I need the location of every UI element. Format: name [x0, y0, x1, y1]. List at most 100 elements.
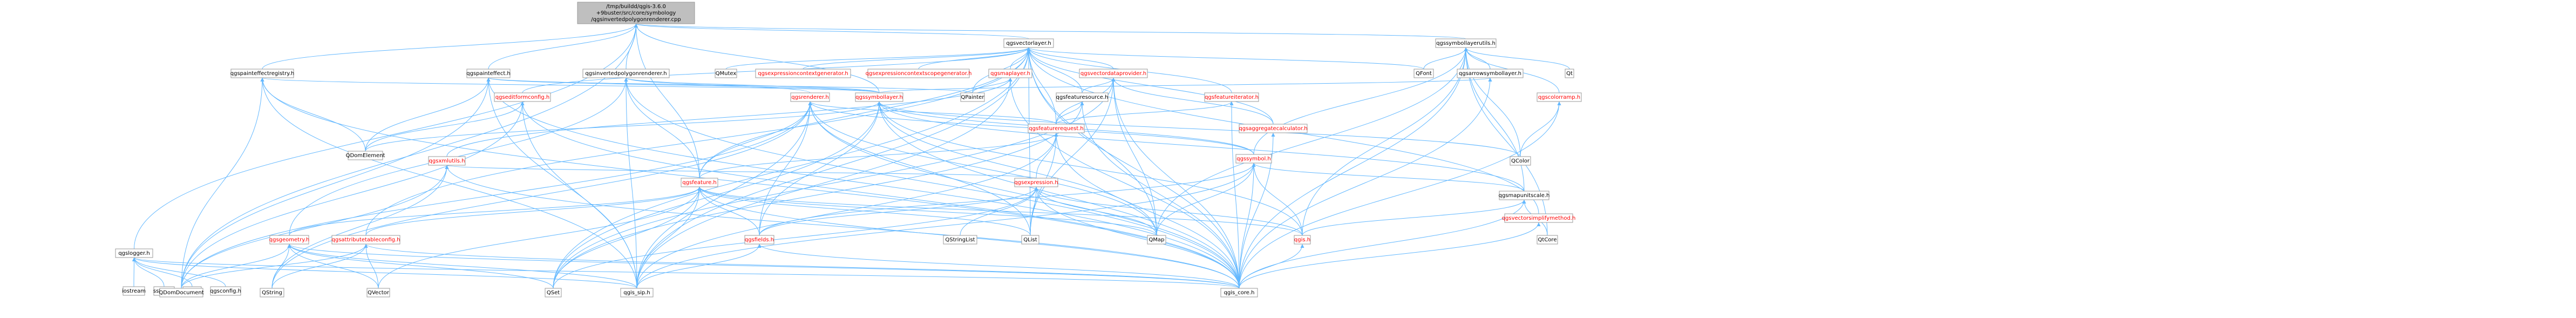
node-label: qgsfeature.h	[682, 180, 717, 186]
node-qgsmaplayer[interactable]: qgsmaplayer.h	[988, 69, 1032, 78]
edge-qgsattributetableconfig-to-qgis_core	[364, 243, 1240, 289]
node-label: qgssymbol.h	[1236, 156, 1271, 162]
edge-qgssymbollayer-to-qgsfields	[759, 101, 881, 236]
node-qlist[interactable]: QList	[1021, 235, 1039, 245]
node-label: QList	[1023, 237, 1037, 243]
node-qgsarrowsymbollayer[interactable]: qgsarrowsymbollayer.h	[1457, 69, 1524, 78]
edge-qgsfeatureiterator-to-qgsfeaturerequest	[1056, 101, 1234, 125]
node-qcore[interactable]: QtCore	[1537, 235, 1558, 245]
node-qstringlist[interactable]: QStringList	[943, 235, 977, 245]
edge-qgsfeaturerequest-to-qgsexpression	[1036, 132, 1058, 179]
dependency-edges	[132, 23, 1570, 289]
node-qgsfeaturesource[interactable]: qgsfeaturesource.h	[1056, 92, 1109, 102]
edge-qgsinvertedpolygonrenderer-to-qgsfeature	[624, 77, 700, 179]
edge-qgspainteffectregistry-to-qgis_core	[260, 77, 1240, 289]
node-box	[790, 92, 830, 102]
edge-qgspainteffect-to-qdomelement	[365, 77, 491, 152]
node-root[interactable]: /tmp/buildd/qgis-3.6.0+9buster/src/core/…	[577, 2, 695, 24]
node-qgsaggregatecalculator[interactable]: qgsaggregatecalculator.h	[1239, 124, 1308, 133]
edge-qgsgeometry-to-qstring	[271, 243, 291, 289]
edge-qgssymbollayer-to-qgis_core	[877, 101, 1240, 289]
node-label: qgsvectorsimplifymethod.h	[1502, 215, 1576, 221]
edge-qgsfields-to-qgis_core	[757, 243, 1240, 289]
edge-qgsexpression-to-qgis_core	[1034, 186, 1240, 289]
node-qgis[interactable]: qgis.h	[1294, 235, 1311, 245]
node-qgslogger[interactable]: qgslogger.h	[115, 248, 153, 258]
edge-root-to-qgslogger	[134, 23, 638, 249]
node-qgssymbollayer[interactable]: qgssymbollayer.h	[855, 92, 903, 102]
node-box	[1537, 235, 1558, 245]
node-label: qgsexpressioncontextscopegenerator.h	[866, 71, 972, 77]
node-qgsconfig[interactable]: qgsconfig.h	[210, 286, 241, 296]
edge-qgspainteffectregistry-to-qdomdocument	[181, 77, 264, 289]
node-box	[494, 92, 551, 102]
edge-qgsfeatureiterator-to-qgis_core	[1229, 101, 1240, 289]
edge-qgsgeometry-to-qvector	[287, 243, 379, 289]
node-qstring[interactable]: QString	[260, 288, 284, 297]
edge-qgsfeaturesource-to-qgsfeaturerequest	[1056, 101, 1084, 125]
node-qgspainteffectregistry[interactable]: qgspainteffectregistry.h	[230, 69, 294, 78]
edge-qgssymbol-to-qgsmapunitscale	[1252, 163, 1525, 192]
node-qgscolorramp[interactable]: qgscolorramp.h	[1537, 92, 1582, 102]
node-label: QDomElement	[346, 153, 385, 159]
node-box	[1413, 69, 1434, 78]
node-qgsgeometry[interactable]: qgsgeometry.h	[269, 235, 309, 245]
node-box	[1220, 288, 1258, 297]
edge-qgseditformconfig-to-qdomdocument	[181, 101, 525, 289]
node-qgsfields[interactable]: qgsfields.h	[744, 235, 774, 245]
node-box	[1457, 69, 1524, 78]
node-qgsexpressioncontextgenerator[interactable]: qgsexpressioncontextgenerator.h	[755, 69, 851, 78]
node-qgsattributetableconfig[interactable]: qgsattributetableconfig.h	[331, 235, 400, 245]
node-qgssymbollayerutils[interactable]: qgssymbollayerutils.h	[1435, 38, 1497, 48]
node-qgsvectorlayer[interactable]: qgsvectorlayer.h	[1003, 38, 1054, 48]
node-qgsvectordataprovider[interactable]: qgsvectordataprovider.h	[1079, 69, 1148, 78]
node-qgis_sip[interactable]: qgis_sip.h	[620, 288, 654, 297]
node-iostream[interactable]: iostream	[122, 286, 146, 296]
node-qgsfeatureiterator[interactable]: qgsfeatureiterator.h	[1204, 92, 1259, 102]
node-label: QDomDocument	[159, 290, 203, 296]
node-qdomelement[interactable]: QDomElement	[346, 151, 385, 160]
node-qgis_core[interactable]: qgis_core.h	[1220, 288, 1258, 297]
edge-qgsexpression-to-qstringlist	[960, 186, 1038, 236]
node-qt[interactable]: Qt	[1565, 69, 1574, 78]
edge-qgsvectorlayer-to-qmap	[1027, 47, 1157, 236]
node-qcolor[interactable]: QColor	[1510, 156, 1531, 166]
edge-qgsexpression-to-qlist	[1030, 186, 1038, 236]
node-qgsmapunitscale[interactable]: qgsmapunitscale.h	[1499, 191, 1550, 200]
edge-root-to-qgssymbollayer	[634, 23, 880, 93]
node-box	[115, 248, 153, 258]
edge-qgssymbollayerutils-to-qt	[1464, 47, 1570, 70]
edge-root-to-qgssymbollayerutils	[634, 23, 1466, 39]
node-qpainter[interactable]: QPainter	[960, 92, 985, 102]
node-box	[366, 288, 390, 297]
node-qmap[interactable]: QMap	[1147, 235, 1166, 245]
node-qgsfeature[interactable]: qgsfeature.h	[681, 178, 718, 187]
node-box	[545, 288, 562, 297]
edge-qgsxmlutils-to-qstring	[271, 165, 449, 289]
node-qgsrenderer[interactable]: qgsrenderer.h	[790, 92, 830, 102]
node-qgspainteffect[interactable]: qgspainteffect.h	[466, 69, 511, 78]
edge-qgsvectorlayer-to-qgsvectordataprovider	[1027, 47, 1114, 70]
node-box	[582, 69, 670, 78]
node-qgseditformconfig[interactable]: qgseditformconfig.h	[494, 92, 551, 102]
node-qgsxmlutils[interactable]: qgsxmlutils.h	[428, 156, 466, 166]
edge-qgsmaplayer-to-qgis_sip	[636, 77, 1012, 289]
edge-qgssymbollayerutils-to-qgis_core	[1239, 47, 1468, 289]
edge-qgsrenderer-to-qgis_sip	[636, 101, 812, 289]
node-qgsfeaturerequest[interactable]: qgsfeaturerequest.h	[1028, 124, 1085, 133]
node-qgsexpressioncontextscopegenerator[interactable]: qgsexpressioncontextscopegenerator.h	[866, 69, 972, 78]
node-qgssymbol[interactable]: qgssymbol.h	[1235, 154, 1272, 164]
node-label: QString	[262, 290, 282, 296]
edge-qgssymbollayerutils-to-qfont	[1423, 47, 1468, 70]
node-qset[interactable]: QSet	[545, 288, 562, 297]
node-qgsexpression[interactable]: qgsexpression.h	[1014, 178, 1058, 187]
node-qdomdocument[interactable]: QDomDocument	[159, 288, 204, 297]
node-qvector[interactable]: QVector	[366, 288, 390, 297]
node-label: /tmp/buildd/qgis-3.6.0	[606, 4, 666, 10]
edge-qgseditformconfig-to-qgis_core	[520, 101, 1240, 289]
node-qgsvectorsimplifymethod[interactable]: qgsvectorsimplifymethod.h	[1502, 213, 1576, 223]
node-qfont[interactable]: QFont	[1413, 69, 1434, 78]
node-qmutex[interactable]: QMutex	[715, 69, 737, 78]
node-qgsinvertedpolygonrenderer[interactable]: qgsinvertedpolygonrenderer.h	[582, 69, 670, 78]
edge-qgsgeometry-to-qgis_core	[287, 243, 1240, 289]
